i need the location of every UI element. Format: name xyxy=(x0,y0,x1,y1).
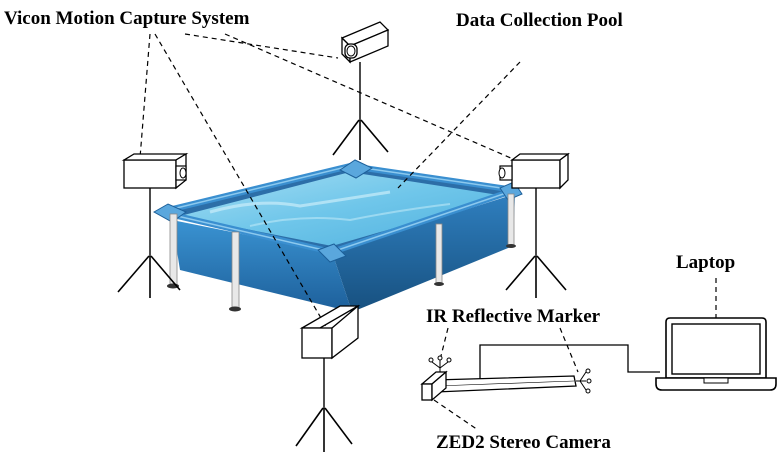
label-vicon: Vicon Motion Capture System xyxy=(4,8,250,29)
pool-front-wall xyxy=(172,220,352,312)
ir-marker-left xyxy=(428,355,452,372)
ir-marker-right xyxy=(576,368,592,394)
vicon-camera-back xyxy=(332,21,390,160)
pool-water xyxy=(180,172,505,246)
data-collection-pool xyxy=(152,159,523,312)
vicon-camera-left xyxy=(117,152,189,298)
zed2-camera xyxy=(420,370,448,402)
laptop xyxy=(655,317,777,391)
label-laptop: Laptop xyxy=(676,252,735,273)
pool-right-wall xyxy=(332,194,515,312)
vicon-camera-right xyxy=(498,152,570,298)
leader-lines xyxy=(139,33,717,431)
label-ir-marker: IR Reflective Marker xyxy=(426,306,601,327)
vicon-camera-front xyxy=(295,304,361,452)
label-pool: Data Collection Pool xyxy=(456,10,623,31)
label-zed2: ZED2 Stereo Camera xyxy=(436,432,611,453)
zed2-rig xyxy=(420,344,660,402)
